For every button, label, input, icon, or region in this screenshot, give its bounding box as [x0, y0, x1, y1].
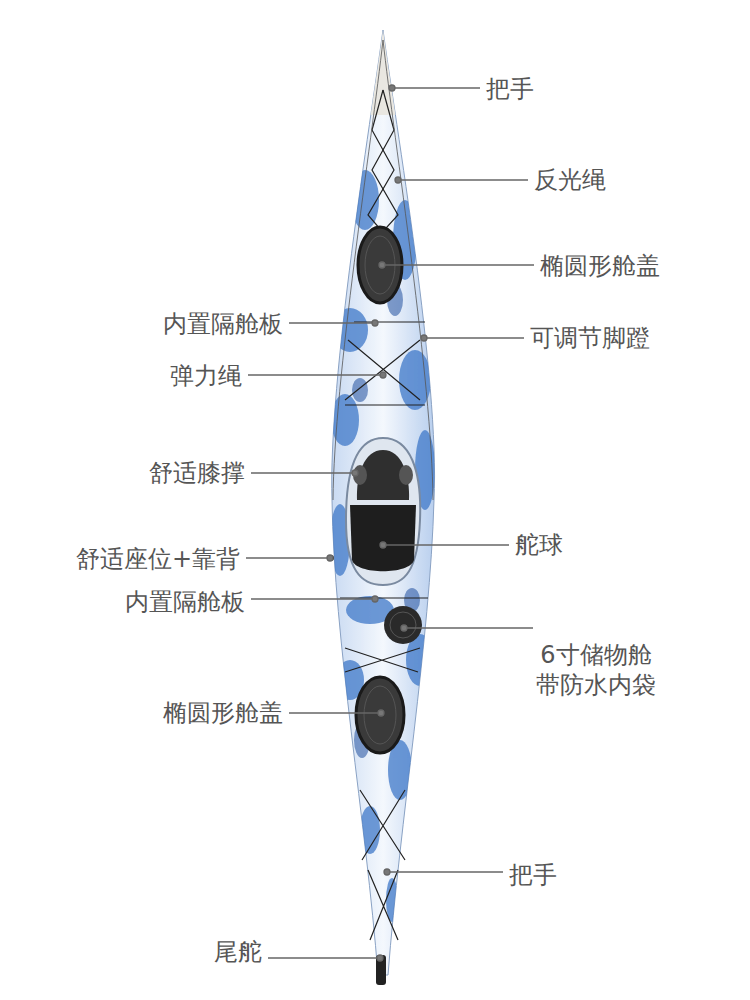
part-label: 6寸储物舱 带防水内袋 [534, 640, 659, 700]
part-label: 反光绳 [534, 165, 606, 195]
part-label: 椭圆形舱盖 [540, 251, 660, 281]
part-label: 舒适膝撑 [149, 458, 245, 488]
part-label: 椭圆形舱盖 [163, 698, 283, 728]
part-label: 舒适座位+靠背 [76, 544, 240, 574]
part-label: 内置隔舱板 [125, 587, 245, 617]
part-label: 把手 [486, 74, 534, 104]
part-label: 可调节脚蹬 [530, 323, 650, 353]
part-label: 舵球 [515, 530, 563, 560]
part-label: 把手 [509, 860, 557, 890]
part-label: 弹力绳 [170, 361, 242, 391]
part-label: 内置隔舱板 [163, 309, 283, 339]
part-label: 尾舵 [214, 937, 262, 967]
